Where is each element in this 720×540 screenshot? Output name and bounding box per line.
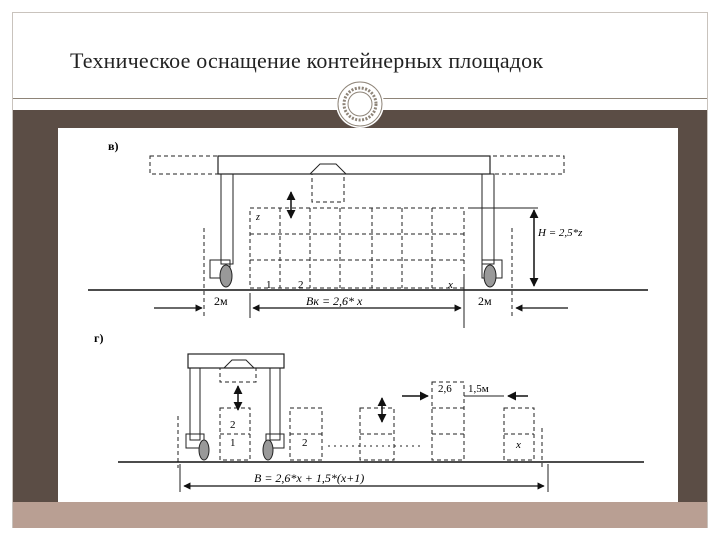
grid-col1-label: 1 [266,279,272,291]
diagram-g-label: г) [94,331,103,345]
small-crane-left-wheel [198,439,210,461]
footer-band [13,502,707,528]
diagram-v-label: в) [108,139,118,153]
stack-row1-label: 1 [230,437,236,449]
crane-left-leg [220,173,234,265]
crane-left-wheel [219,264,233,288]
crane-right-leg [481,173,495,265]
stack-col2-label: 2 [302,437,308,449]
grid-col2-label: 2 [298,279,304,291]
grid-z-label: z [255,212,260,223]
trolley-top [308,163,348,175]
height-label: H = 2,5*z [537,227,583,239]
crane-right-wheel [483,264,497,288]
small-crane-right-wheel [262,439,274,461]
stack-row2-label: 2 [230,419,236,431]
stack-x-label: x [515,439,521,451]
slide-title: Техническое оснащение контейнерных площа… [70,48,544,73]
trolley-load [311,173,345,203]
left-gap-label: 2м [214,294,228,308]
small-trolley-load [219,367,257,383]
crane-beam-outline [149,155,565,175]
small-crane-left-leg [189,367,201,441]
dim-26-label: 2,6 [438,383,452,395]
small-crane-right-leg [269,367,281,441]
grid-x-label: x [447,279,453,291]
b-width-label: B = 2,6*x + 1,5*(x+1) [254,471,364,485]
bk-width-label: Bк = 2,6* x [306,294,363,308]
small-crane-beam [187,353,285,369]
diagram-figure: в) z 1 2 x H = 2,5*z Bк = 2,6* x 2м [58,128,678,502]
crane-beam [217,155,491,175]
crane-diagram: в) z 1 2 x H = 2,5*z Bк = 2,6* x 2м [88,139,648,492]
container-grid [249,207,465,289]
ring-ornament-icon [336,80,384,128]
dim-15-label: 1,5м [468,383,489,395]
small-trolley-top [222,359,256,369]
right-gap-label: 2м [478,294,492,308]
